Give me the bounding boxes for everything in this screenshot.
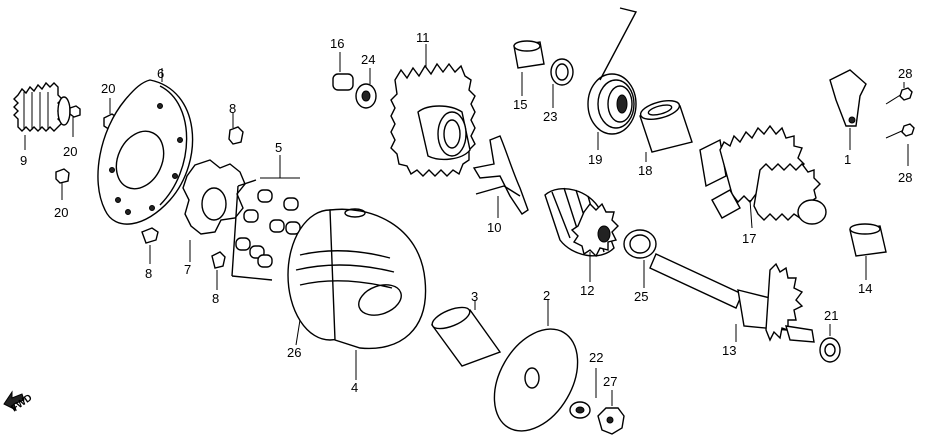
part-28-bolts	[885, 82, 915, 166]
callout-28-bottom: 28	[898, 170, 912, 185]
callout-3: 3	[471, 289, 478, 304]
callout-20-mid: 20	[63, 144, 77, 159]
callout-20-bottom: 20	[54, 205, 68, 220]
callout-12: 12	[580, 283, 594, 298]
part-5-rollers	[231, 155, 301, 281]
callout-20-top: 20	[101, 81, 115, 96]
callout-28-top: 28	[898, 66, 912, 81]
fwd-label: FWD	[9, 392, 34, 414]
part-10-lever-spring	[472, 135, 529, 218]
callout-2: 2	[543, 288, 550, 303]
callout-24: 24	[361, 52, 375, 67]
callout-15: 15	[513, 97, 527, 112]
part-6-drive-plate	[97, 68, 194, 225]
callout-4: 4	[351, 380, 358, 395]
callout-26: 26	[287, 345, 301, 360]
part-24-washer	[355, 68, 377, 109]
callout-16: 16	[330, 36, 344, 51]
callout-27: 27	[603, 374, 617, 389]
part-15-bushing	[513, 40, 545, 96]
part-17-idle-gear	[699, 124, 827, 229]
part-21-washer	[819, 324, 841, 363]
part-16-bushing	[332, 52, 354, 91]
callout-19: 19	[588, 152, 602, 167]
part-19-coil-spring	[587, 7, 638, 150]
part-2-disc	[493, 300, 579, 432]
part-8-clips	[141, 112, 244, 290]
part-12-spiral-gear	[544, 187, 619, 282]
part-3-sleeve	[430, 300, 502, 367]
callout-17: 17	[742, 231, 756, 246]
callout-6: 6	[157, 66, 164, 81]
callout-8-bottom: 8	[212, 291, 219, 306]
callout-11: 11	[416, 30, 430, 45]
part-23-washer	[550, 58, 574, 108]
part-1-bracket	[829, 69, 867, 150]
callout-1: 1	[844, 152, 851, 167]
callout-8-top: 8	[229, 101, 236, 116]
callout-5: 5	[275, 140, 282, 155]
part-27-nut	[597, 390, 625, 435]
part-11-starter-gear	[390, 44, 476, 177]
part-25-ring	[623, 229, 657, 288]
part-9-pinion-gear	[13, 81, 71, 150]
part-4-pulley-housing	[287, 208, 427, 380]
callout-14: 14	[858, 281, 872, 296]
part-7-ramp-plate	[182, 159, 246, 262]
part-13-kick-shaft	[649, 253, 815, 343]
callout-7: 7	[184, 262, 191, 277]
callout-22: 22	[589, 350, 603, 365]
part-18-collar	[639, 99, 693, 162]
callout-23: 23	[543, 109, 557, 124]
part-14-bushing	[849, 223, 887, 280]
callout-8-mid: 8	[145, 266, 152, 281]
callout-21: 21	[824, 308, 838, 323]
callout-10: 10	[487, 220, 501, 235]
callout-9: 9	[20, 153, 27, 168]
callout-25: 25	[634, 289, 648, 304]
part-22-washer	[569, 368, 597, 419]
callout-18: 18	[638, 163, 652, 178]
fwd-arrow-icon	[3, 390, 25, 411]
callout-13: 13	[722, 343, 736, 358]
